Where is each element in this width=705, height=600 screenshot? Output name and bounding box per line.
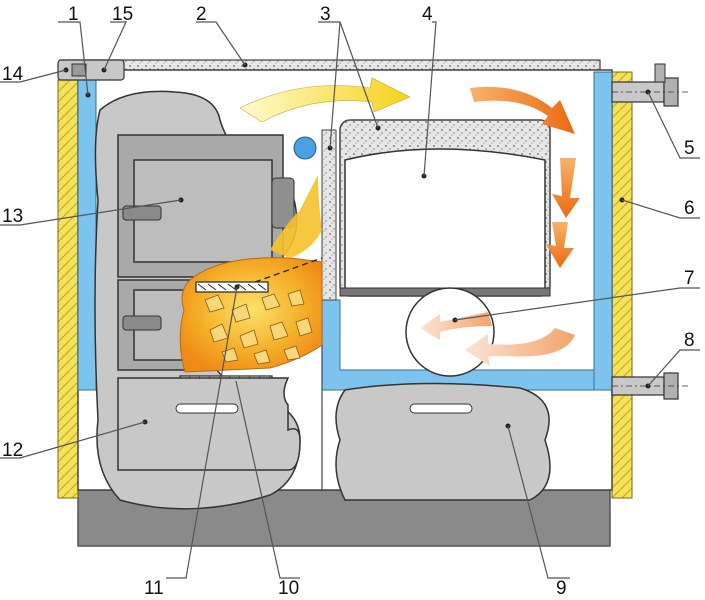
label-13: 13: [2, 206, 23, 227]
label-2: 2: [196, 4, 207, 25]
label-10: 10: [278, 578, 299, 599]
hot-gas-arrow-top: [470, 86, 575, 134]
sensor-port: [293, 136, 317, 160]
label-7: 7: [684, 268, 695, 289]
leader-lines: [0, 21, 700, 579]
label-9: 9: [556, 578, 567, 599]
label-3: 3: [320, 4, 331, 25]
label-11: 11: [144, 578, 164, 599]
insulation-right: [611, 71, 633, 499]
fuel-bed-fire: [179, 257, 323, 373]
insulation-left: [57, 79, 79, 499]
hot-gas-arrow-down-2: [546, 222, 574, 268]
ash-pan-right: [335, 382, 551, 501]
ash-pan-left: [117, 377, 301, 471]
upper-door-latch: [271, 177, 295, 229]
top-fitting-14-15: [57, 59, 125, 81]
upper-grate: [195, 281, 269, 293]
hot-gas-arrow-down-1: [552, 158, 580, 218]
label-14: 14: [2, 64, 24, 85]
yellow-heat-arrow: [239, 77, 411, 123]
inlet-pipe-8: [611, 372, 690, 400]
lower-door-hinge: [122, 315, 162, 331]
label-4: 4: [422, 4, 433, 25]
heat-exchanger-chamber: [344, 148, 546, 291]
label-8: 8: [684, 330, 695, 351]
coal-pieces: [204, 289, 313, 365]
flame-dashed-line: [254, 257, 323, 283]
label-6: 6: [684, 198, 695, 219]
top-cover-insulated: [59, 59, 601, 71]
water-jacket-left: [77, 79, 97, 391]
flame-tongue: [270, 175, 322, 258]
label-5: 5: [684, 138, 695, 159]
ash-pan-left-handle: [175, 403, 239, 414]
water-jacket-right: [593, 71, 613, 391]
cool-gas-arrow-lower: [465, 328, 575, 366]
cool-gas-arrow-circle: [420, 312, 492, 340]
label-15: 15: [112, 4, 133, 25]
ash-pan-right-handle: [409, 403, 473, 414]
outlet-pipe-5: [611, 63, 690, 107]
flue-pipe: [405, 287, 495, 377]
partition-wall: [321, 129, 337, 301]
label-12: 12: [2, 440, 23, 461]
label-1: 1: [68, 4, 79, 25]
